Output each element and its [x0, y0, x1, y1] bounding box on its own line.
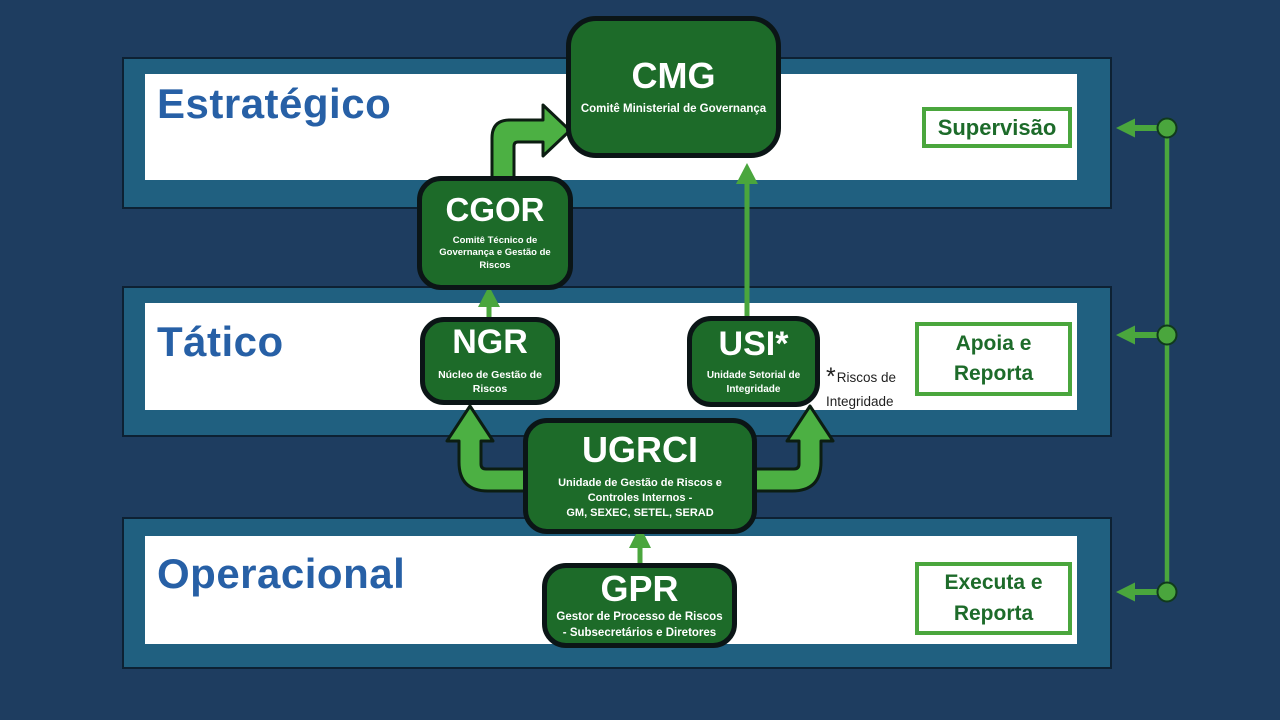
annotation-supervisao-label: Supervisão — [937, 114, 1057, 140]
node-ugrci: UGRCI Unidade de Gestão de Riscos e Cont… — [523, 418, 757, 534]
node-usi: USI* Unidade Setorial de Integridade — [687, 316, 820, 407]
footnote-riscos-de-integridade: *Riscos de Integridade — [826, 363, 906, 414]
node-cmg-acronym: CMG — [631, 54, 716, 96]
node-cgor-description: Comitê Técnico de Governança e Gestão de… — [439, 234, 551, 272]
annotation-executa-e-reporta: Executa e Reporta — [915, 562, 1072, 635]
node-ngr-acronym: NGR — [452, 323, 528, 362]
node-ngr-description: Núcleo de Gestão de Riscos — [438, 369, 542, 396]
level-label-tatico: Tático — [157, 318, 284, 365]
connector-dot-operacional — [1156, 581, 1178, 603]
footnote-text: Riscos de Integridade — [826, 370, 897, 409]
node-ugrci-acronym: UGRCI — [582, 429, 698, 471]
connector-dot-estrategico — [1156, 117, 1178, 139]
node-usi-acronym: USI* — [718, 324, 789, 363]
connector-arrow-tatico — [1116, 324, 1178, 346]
right-connector — [1116, 117, 1178, 603]
annotation-supervisao: Supervisão — [922, 107, 1072, 148]
annotation-apoia-e-reporta-label: Apoia e Reporta — [953, 331, 1034, 385]
node-gpr: GPR Gestor de Processo de Riscos - Subse… — [542, 563, 737, 648]
node-ugrci-description2: GM, SEXEC, SETEL, SERAD — [566, 506, 714, 519]
node-cmg: CMG Comitê Ministerial de Governança — [566, 16, 781, 158]
footnote-asterisk: * — [826, 363, 836, 391]
node-cmg-description: Comitê Ministerial de Governança — [580, 102, 767, 115]
annotation-executa-e-reporta-label: Executa e Reporta — [944, 571, 1043, 625]
connector-arrow-operacional — [1116, 581, 1178, 603]
annotation-apoia-e-reporta: Apoia e Reporta — [915, 322, 1072, 396]
node-ngr: NGR Núcleo de Gestão de Riscos — [420, 317, 560, 405]
connector-dot-tatico — [1156, 324, 1178, 346]
node-usi-description: Unidade Setorial de Integridade — [706, 370, 801, 395]
node-cgor: CGOR Comitê Técnico de Governança e Gest… — [417, 176, 573, 290]
level-label-operacional: Operacional — [157, 550, 406, 597]
level-label-estrategico: Estratégico — [157, 80, 392, 127]
node-cgor-acronym: CGOR — [445, 190, 545, 228]
node-ugrci-description: Unidade de Gestão de Riscos e Controles … — [558, 477, 722, 504]
node-gpr-description: Gestor de Processo de Riscos - Subsecret… — [556, 611, 723, 639]
connector-arrow-estrategico — [1116, 117, 1178, 139]
node-gpr-acronym: GPR — [600, 567, 679, 609]
